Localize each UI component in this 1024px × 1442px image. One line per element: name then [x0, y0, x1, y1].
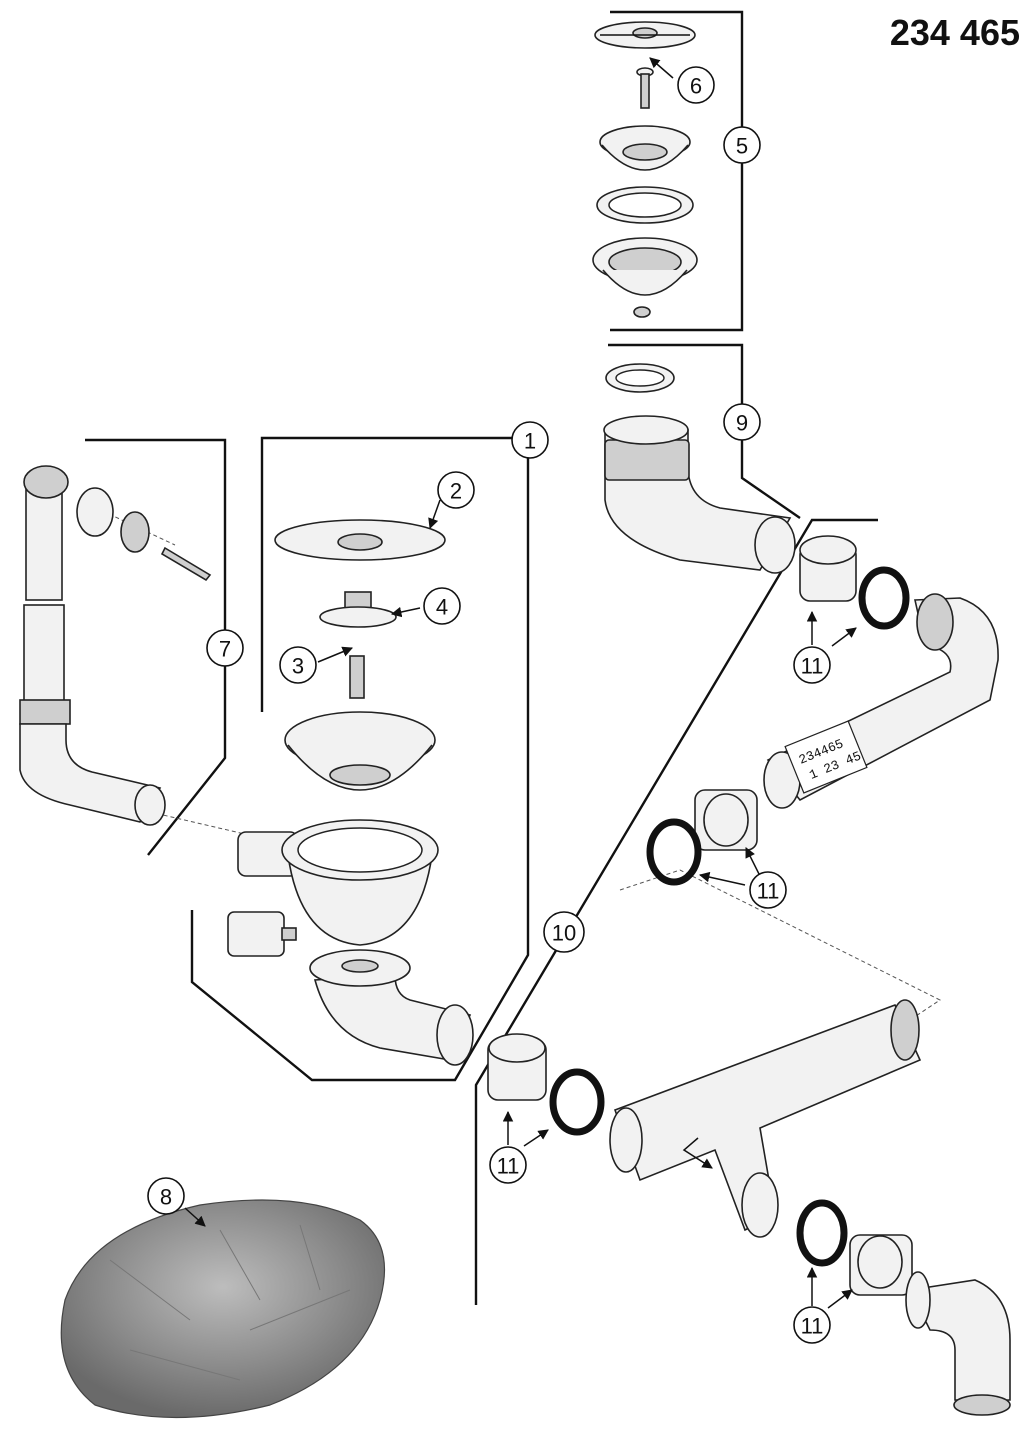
callout-10-text: 10	[552, 921, 576, 946]
strainer-body	[592, 237, 698, 296]
callout-4-text: 4	[436, 595, 448, 620]
callout-6-text: 6	[690, 74, 702, 99]
nut-11-lower-right	[849, 1234, 913, 1296]
leader-arrows	[184, 57, 857, 1309]
callout-11-upper: 11	[793, 646, 831, 684]
callout-3: 3	[279, 646, 317, 684]
pipe-label: 234465 1 23 45	[784, 720, 868, 794]
callout-2-text: 2	[450, 479, 462, 504]
callout-11-upper-text: 11	[801, 654, 824, 679]
elbow-pipe-9	[603, 415, 796, 574]
connection-line-branch	[619, 869, 941, 1021]
strainer-basket	[599, 125, 691, 171]
callout-11-lower-right-text: 11	[801, 1314, 824, 1339]
callout-5-text: 5	[736, 134, 748, 159]
callout-11-lower-left: 11	[489, 1146, 527, 1184]
control-knob-4	[319, 591, 397, 628]
screw-3	[349, 655, 365, 699]
callout-7: 7	[206, 629, 244, 667]
callout-7-text: 7	[219, 637, 231, 662]
callout-1-text: 1	[524, 429, 536, 454]
callout-6: 6	[677, 66, 715, 104]
outlet-body	[309, 949, 474, 1066]
callout-9: 9	[723, 403, 761, 441]
sink-waste-body	[237, 819, 439, 946]
callout-11-middle: 11	[749, 871, 787, 909]
callout-11-middle-text: 11	[757, 879, 780, 904]
callout-3-text: 3	[292, 654, 304, 679]
callout-2: 2	[437, 471, 475, 509]
callout-10: 10	[543, 911, 585, 953]
sealing-compound-bag-8	[60, 1199, 386, 1419]
nut-11-lower-left	[487, 1033, 547, 1101]
seal-11-middle	[646, 818, 702, 886]
seal-11-upper	[858, 566, 910, 630]
callout-1: 1	[511, 421, 549, 459]
bracket-1	[190, 436, 530, 1082]
part-number-title: 234 465	[889, 12, 1020, 53]
callout-11-lower-left-text: 11	[497, 1154, 520, 1179]
strainer-plug-6	[594, 21, 696, 49]
strainer-ring-seal	[596, 186, 694, 224]
bracket-7	[85, 438, 227, 856]
callout-8: 8	[147, 1177, 185, 1215]
callout-4: 4	[423, 587, 461, 625]
elbow-outlet	[905, 1271, 1011, 1416]
overflow-assembly-7	[19, 465, 212, 826]
basket-1	[284, 711, 436, 791]
nut-11-upper	[799, 535, 857, 602]
seal-11-lower-right	[796, 1199, 848, 1267]
nut-small	[633, 306, 651, 318]
bracket-5	[610, 10, 744, 332]
nut-11-middle	[694, 789, 758, 851]
strainer-plug-2	[274, 519, 446, 561]
overflow-connector	[227, 911, 297, 957]
callout-8-text: 8	[160, 1185, 172, 1210]
branch-tee-pipe	[609, 999, 922, 1238]
seal-11-lower-left	[549, 1068, 605, 1136]
screw-top	[636, 67, 654, 109]
callout-5: 5	[723, 126, 761, 164]
bracket-10	[474, 518, 878, 1305]
callout-11-lower-right: 11	[793, 1306, 831, 1344]
callout-9-text: 9	[736, 411, 748, 436]
connection-line-overflow	[149, 811, 263, 839]
seal-ring-9	[605, 363, 675, 393]
